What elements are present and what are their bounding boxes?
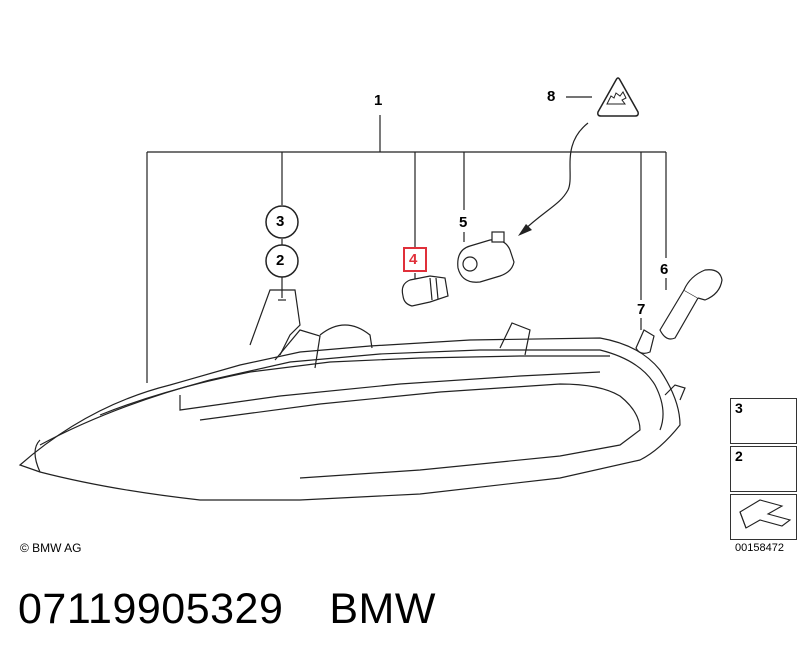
part-caption: 07119905329 BMW (18, 585, 436, 634)
callout-1: 1 (374, 92, 383, 109)
copyright-text: © BMW AG (20, 541, 82, 555)
callout-5: 5 (459, 214, 468, 231)
callout-2: 2 (276, 252, 285, 269)
legend-label: 2 (735, 448, 743, 464)
callout-4: 4 (409, 251, 418, 268)
legend-item-clip-nut: 2 (730, 446, 797, 492)
bulb-4 (401, 275, 449, 307)
callout-circles (265, 205, 299, 278)
callout-7: 7 (637, 301, 646, 318)
bulb-7 (635, 329, 655, 354)
legend-item-direction (730, 494, 797, 540)
direction-arrow-icon (739, 499, 792, 529)
callout-3: 3 (276, 213, 285, 230)
part-number: 07119905329 (18, 585, 284, 633)
callout-8: 8 (547, 88, 556, 105)
brand-name: BMW (329, 585, 436, 633)
callout-6: 6 (660, 261, 669, 278)
headlight-housing (18, 289, 686, 501)
bulb-6 (659, 269, 723, 340)
legend-label: 3 (735, 400, 743, 416)
socket-5 (457, 231, 515, 283)
reference-code: 00158472 (735, 542, 784, 554)
legend-item-screw: 3 (730, 398, 797, 444)
